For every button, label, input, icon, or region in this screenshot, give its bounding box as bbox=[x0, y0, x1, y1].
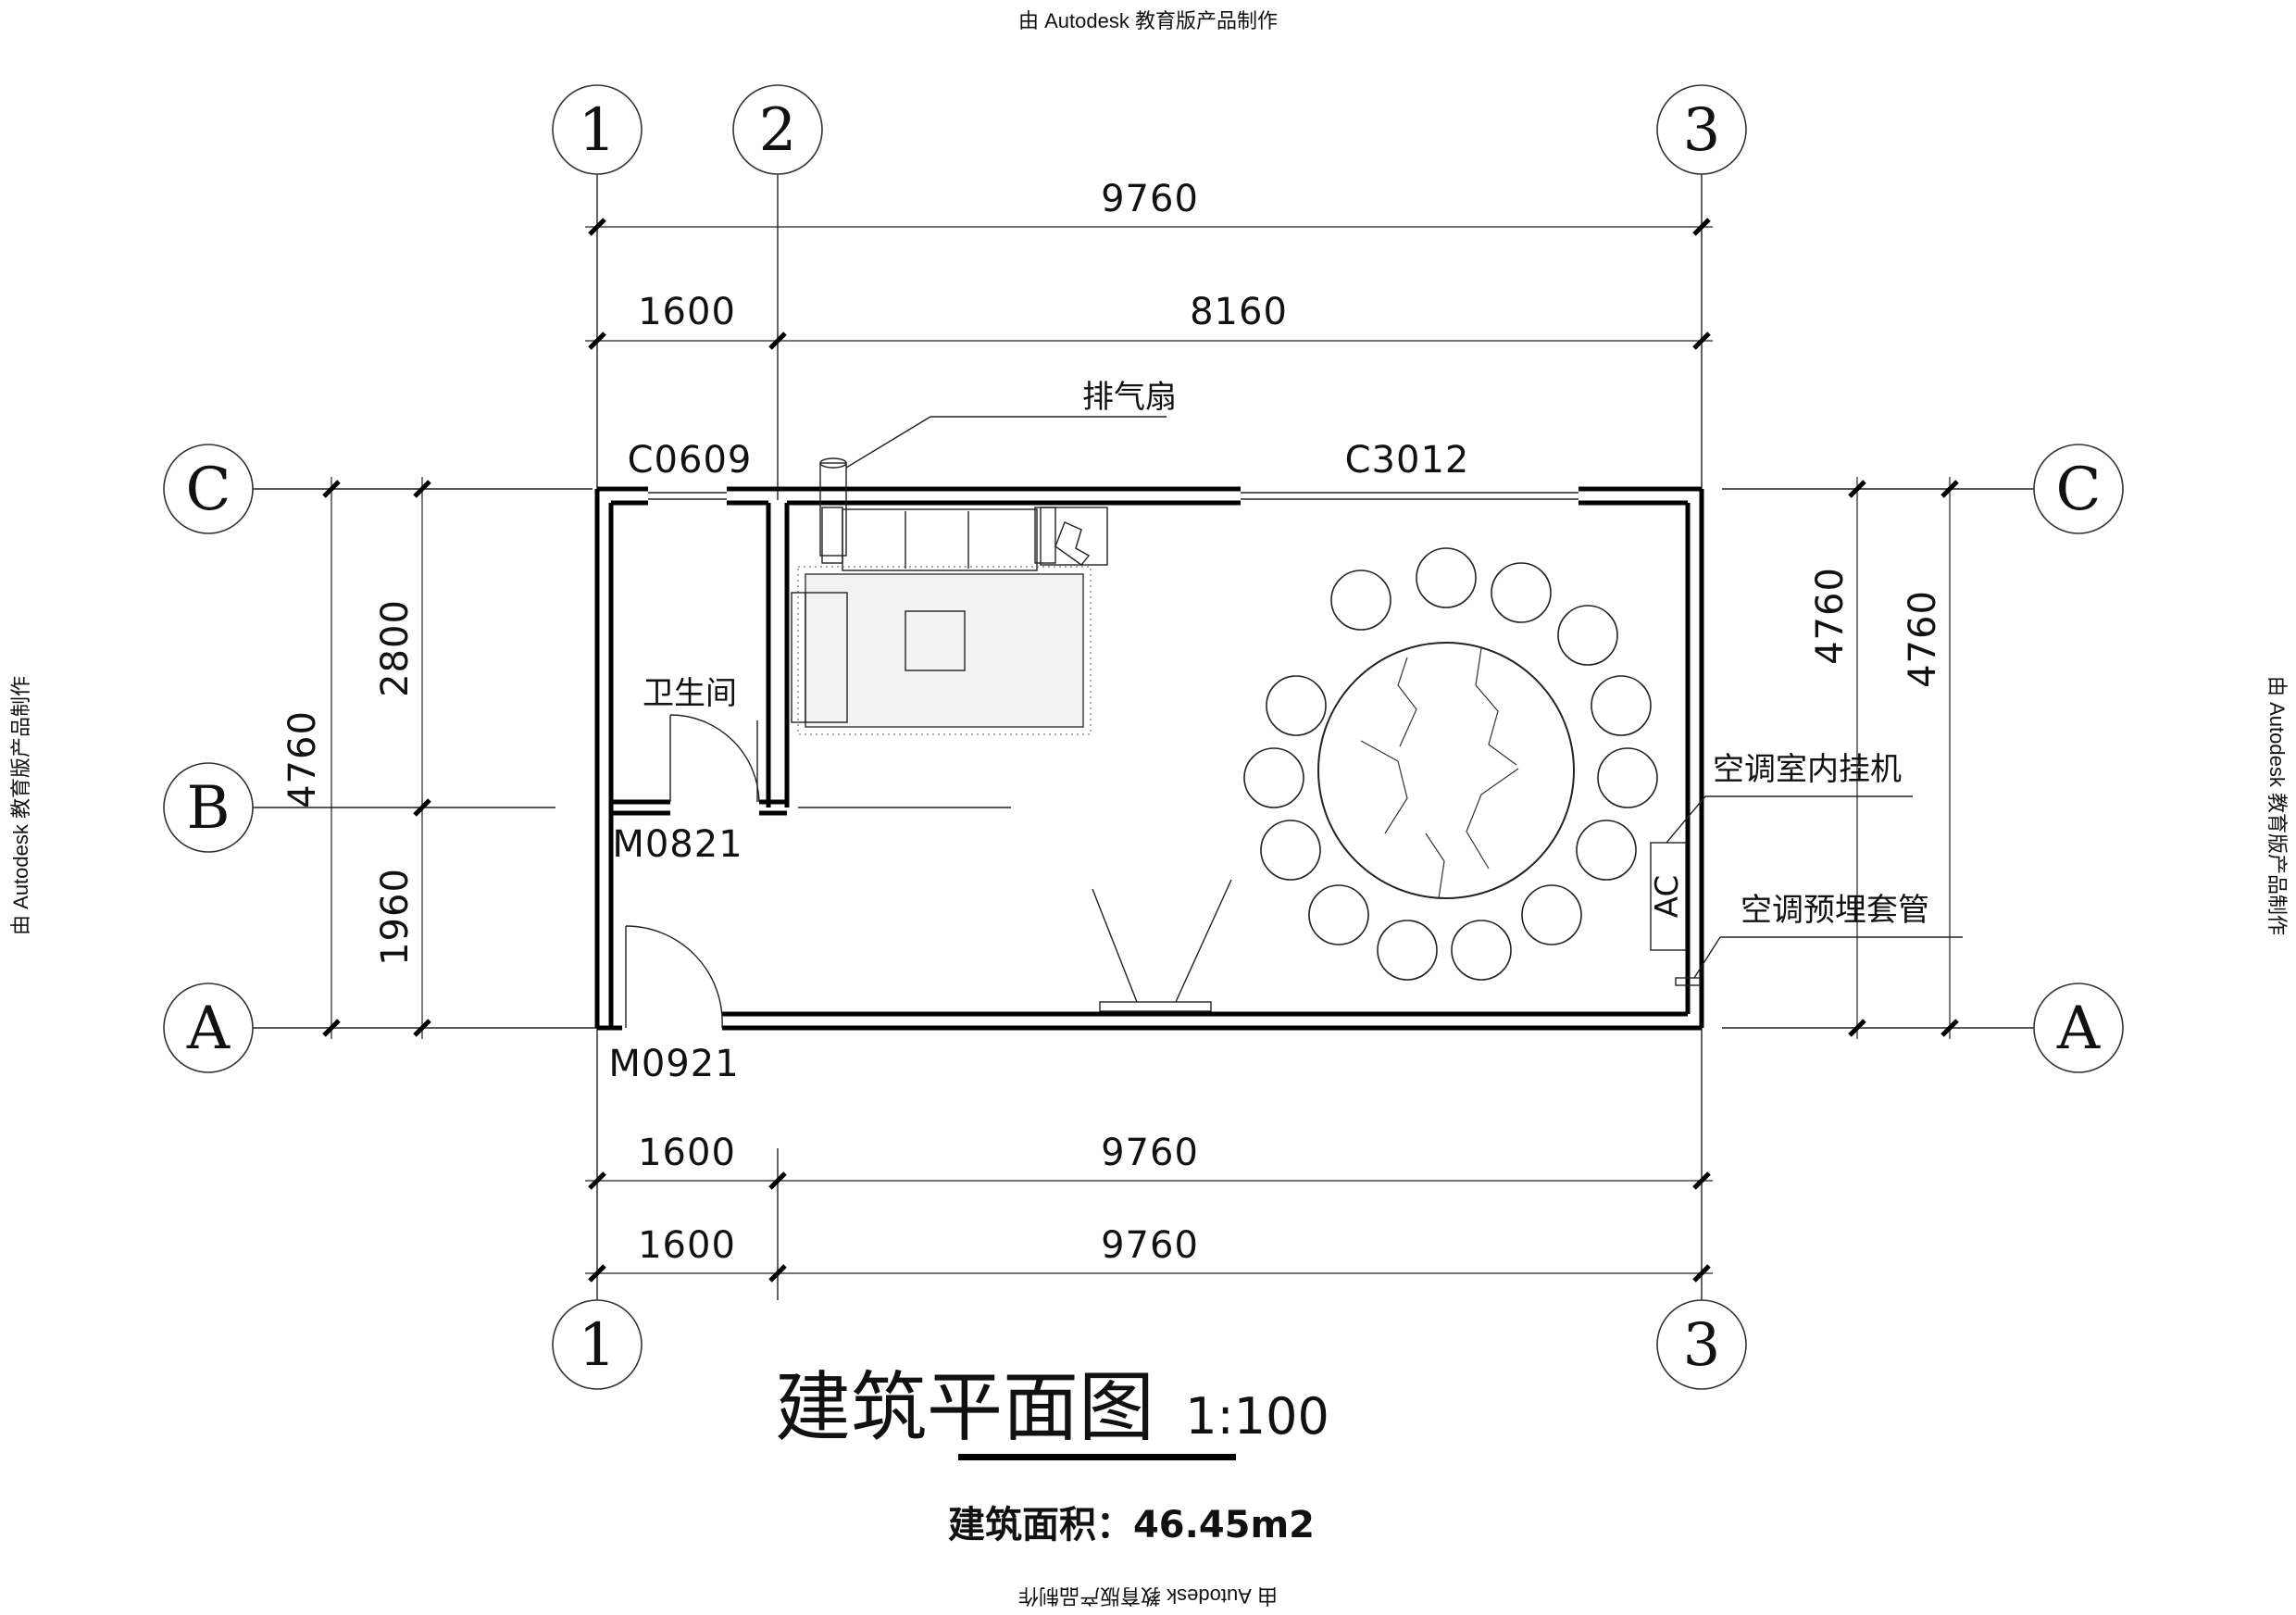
svg-text:C0609: C0609 bbox=[628, 439, 753, 482]
svg-text:B: B bbox=[186, 774, 230, 843]
svg-text:1: 1 bbox=[579, 96, 617, 165]
axis-bubble-a-right: A bbox=[2033, 983, 2124, 1073]
ac-pipe-sleeve: 空调预埋套管 bbox=[1675, 892, 1963, 986]
title-scale: 1:100 bbox=[1185, 1387, 1329, 1446]
rug bbox=[791, 566, 1092, 735]
ac-unit-label: 空调室内挂机 bbox=[1713, 751, 1902, 788]
walls bbox=[594, 486, 1704, 1031]
svg-text:M0921: M0921 bbox=[608, 1043, 739, 1085]
axis-bubble-1-top: 1 bbox=[552, 84, 643, 175]
building-area: 建筑面积：46.45m2 bbox=[948, 1504, 1315, 1546]
door-m0921: M0921 bbox=[608, 925, 739, 1085]
axis-bubble-c-right: C bbox=[2033, 444, 2124, 534]
axis-bubble-3-top: 3 bbox=[1656, 84, 1747, 175]
dim-left-total: 4760 bbox=[281, 710, 324, 808]
dim-bottom2-left: 1600 bbox=[638, 1224, 736, 1267]
axis-bubble-c-left: C bbox=[163, 444, 254, 534]
drawing-title: 建筑平面图 1:100 建筑面积：46.45m2 bbox=[775, 1364, 1329, 1546]
watermark-bottom: 由 Autodesk 教育版产品制作 bbox=[1018, 1584, 1278, 1608]
axis-bubble-b-left: B bbox=[163, 762, 254, 853]
dim-bottom1-left: 1600 bbox=[638, 1132, 736, 1174]
chairs bbox=[1243, 547, 1658, 981]
svg-text:3: 3 bbox=[1683, 96, 1721, 165]
exhaust-fan-label: 排气扇 bbox=[1082, 379, 1177, 416]
dimension-bottom: 1600 9760 1600 9760 bbox=[585, 1132, 1713, 1283]
watermark-right: 由 Autodesk 教育版产品制作 bbox=[2265, 676, 2289, 935]
svg-text:2: 2 bbox=[759, 96, 797, 165]
sofa-set bbox=[821, 507, 1108, 571]
dimension-top: 9760 1600 8160 bbox=[585, 178, 1713, 350]
dim-left-lower: 1960 bbox=[374, 868, 417, 966]
exhaust-fan: 排气扇 bbox=[819, 379, 1177, 557]
dim-bottom1-right: 9760 bbox=[1101, 1132, 1199, 1174]
dim-top-left: 1600 bbox=[638, 291, 736, 333]
title-name: 建筑平面图 bbox=[775, 1364, 1154, 1452]
dim-top-right: 8160 bbox=[1190, 291, 1288, 333]
axis-bubble-3-bottom: 3 bbox=[1656, 1299, 1747, 1390]
dim-right-inner: 4760 bbox=[1809, 567, 1852, 665]
svg-text:C: C bbox=[186, 456, 231, 524]
dim-left-upper: 2800 bbox=[374, 599, 417, 697]
axis-bubble-a-left: A bbox=[163, 983, 254, 1073]
projector bbox=[1092, 879, 1232, 1012]
watermark-left: 由 Autodesk 教育版产品制作 bbox=[9, 676, 32, 935]
dimension-left: 4760 2800 1960 bbox=[281, 477, 431, 1039]
watermark-top: 由 Autodesk 教育版产品制作 bbox=[1018, 9, 1278, 32]
svg-text:A: A bbox=[2056, 995, 2101, 1063]
ac-symbol-label: AC bbox=[1649, 875, 1686, 918]
dim-top-total: 9760 bbox=[1101, 178, 1199, 220]
axis-bubble-2-top: 2 bbox=[732, 84, 823, 175]
dining-table bbox=[1243, 547, 1658, 981]
svg-text:1: 1 bbox=[579, 1311, 617, 1380]
window-c3012: C3012 bbox=[1241, 439, 1578, 500]
svg-text:C: C bbox=[2056, 456, 2102, 524]
room-label-bathroom: 卫生间 bbox=[643, 675, 737, 712]
ac-pipe-label: 空调预埋套管 bbox=[1741, 892, 1929, 929]
svg-text:A: A bbox=[186, 995, 231, 1063]
svg-text:C3012: C3012 bbox=[1345, 439, 1470, 482]
dimension-right: 4760 4760 bbox=[1809, 477, 1959, 1039]
svg-text:3: 3 bbox=[1683, 1311, 1721, 1380]
window-c0609: C0609 bbox=[628, 439, 753, 500]
svg-text:M0821: M0821 bbox=[612, 823, 742, 866]
dim-bottom2-right: 9760 bbox=[1101, 1224, 1199, 1267]
axis-bubble-1-bottom: 1 bbox=[552, 1299, 643, 1390]
dim-right-outer: 4760 bbox=[1902, 590, 1944, 688]
door-m0821: M0821 bbox=[612, 714, 760, 866]
axis-lines bbox=[244, 159, 2042, 1300]
ac-indoor-unit: AC 空调室内挂机 bbox=[1649, 751, 1913, 951]
